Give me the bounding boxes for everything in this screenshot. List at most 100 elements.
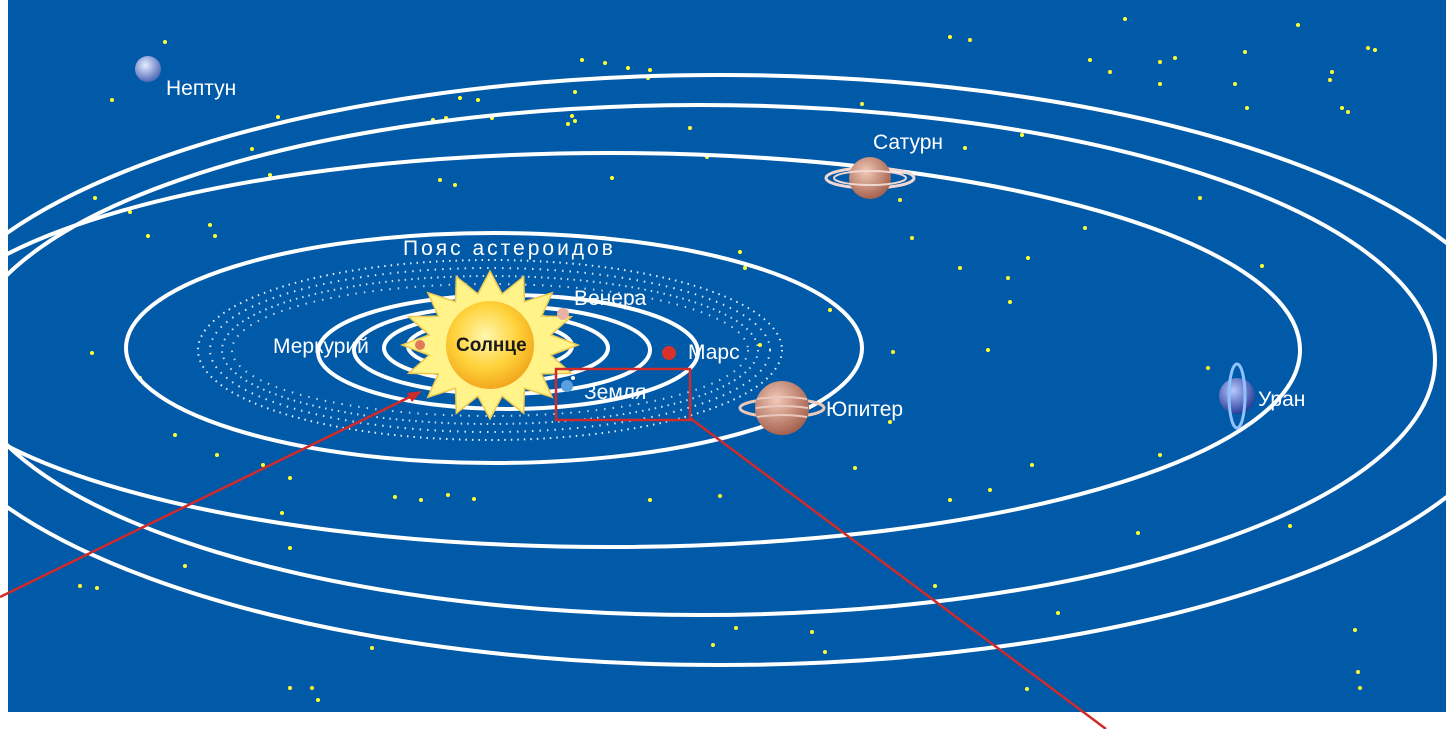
star <box>1020 133 1024 137</box>
star <box>419 498 423 502</box>
planet-neptune <box>135 56 161 82</box>
star <box>570 114 574 118</box>
star <box>1008 300 1012 304</box>
star <box>860 102 864 106</box>
star <box>1136 531 1140 535</box>
star <box>250 147 254 151</box>
star <box>734 626 738 630</box>
star <box>1260 264 1264 268</box>
star <box>1330 70 1334 74</box>
star <box>828 308 832 312</box>
orbit-neptune <box>8 73 1446 667</box>
sun <box>399 269 581 421</box>
star <box>603 61 607 65</box>
star <box>183 564 187 568</box>
star <box>988 488 992 492</box>
star <box>891 350 895 354</box>
star <box>173 433 177 437</box>
star <box>968 38 972 42</box>
star <box>1288 524 1292 528</box>
space-background <box>8 0 1446 712</box>
star <box>310 686 314 690</box>
mercury-label: Меркурий <box>273 335 369 358</box>
orbit-saturn <box>8 151 1302 549</box>
star <box>1243 50 1247 54</box>
star <box>110 98 114 102</box>
planet-jupiter <box>738 381 826 435</box>
star <box>1358 686 1362 690</box>
star <box>1030 463 1034 467</box>
star <box>1233 82 1237 86</box>
star <box>573 90 577 94</box>
star <box>1158 82 1162 86</box>
star <box>438 178 442 182</box>
venus-label: Венера <box>574 287 647 310</box>
star <box>810 630 814 634</box>
star <box>458 96 462 100</box>
star <box>580 58 584 62</box>
star <box>743 266 747 270</box>
earth-zoom-frame <box>554 367 692 422</box>
star <box>758 343 762 347</box>
star <box>986 348 990 352</box>
star <box>688 126 692 130</box>
star <box>963 146 967 150</box>
uranus-label: Уран <box>1258 388 1305 411</box>
saturn-label: Сатурн <box>873 131 943 154</box>
star <box>888 420 892 424</box>
star <box>163 40 167 44</box>
star <box>261 463 265 467</box>
star <box>268 173 272 177</box>
star <box>1346 110 1350 114</box>
sun-label: Солнце <box>456 335 527 356</box>
star <box>288 546 292 550</box>
sun-pointer-arrowhead <box>407 391 422 402</box>
star <box>95 586 99 590</box>
star <box>1083 226 1087 230</box>
star <box>738 250 742 254</box>
star <box>610 176 614 180</box>
star <box>1353 628 1357 632</box>
neptune-label: Нептун <box>166 77 236 100</box>
star <box>1026 256 1030 260</box>
star <box>1108 70 1112 74</box>
star <box>393 495 397 499</box>
star <box>1340 106 1344 110</box>
star <box>453 183 457 187</box>
star <box>933 584 937 588</box>
star <box>1245 106 1249 110</box>
star <box>1173 56 1177 60</box>
star <box>1006 276 1010 280</box>
star <box>288 686 292 690</box>
earth-pointer-line <box>689 416 1107 729</box>
asteroid-belt-label: Пояс астероидов <box>403 237 616 260</box>
star <box>1206 366 1210 370</box>
star <box>1328 78 1332 82</box>
star <box>446 493 450 497</box>
star <box>476 98 480 102</box>
star <box>1025 687 1029 691</box>
star <box>1123 17 1127 21</box>
star <box>711 643 715 647</box>
jupiter-label: Юпитер <box>826 398 903 421</box>
star <box>566 122 570 126</box>
star <box>648 498 652 502</box>
star <box>1356 670 1360 674</box>
star <box>1296 23 1300 27</box>
star <box>1158 60 1162 64</box>
star <box>1373 48 1377 52</box>
star <box>78 584 82 588</box>
star <box>1158 453 1162 457</box>
star <box>948 35 952 39</box>
earth-label: Земля <box>584 381 646 404</box>
star <box>288 476 292 480</box>
star <box>1198 196 1202 200</box>
star <box>1088 58 1092 62</box>
star <box>626 66 630 70</box>
star <box>146 234 150 238</box>
planet-mars <box>662 346 676 360</box>
star <box>958 266 962 270</box>
planet-venus <box>557 308 569 320</box>
star <box>648 68 652 72</box>
